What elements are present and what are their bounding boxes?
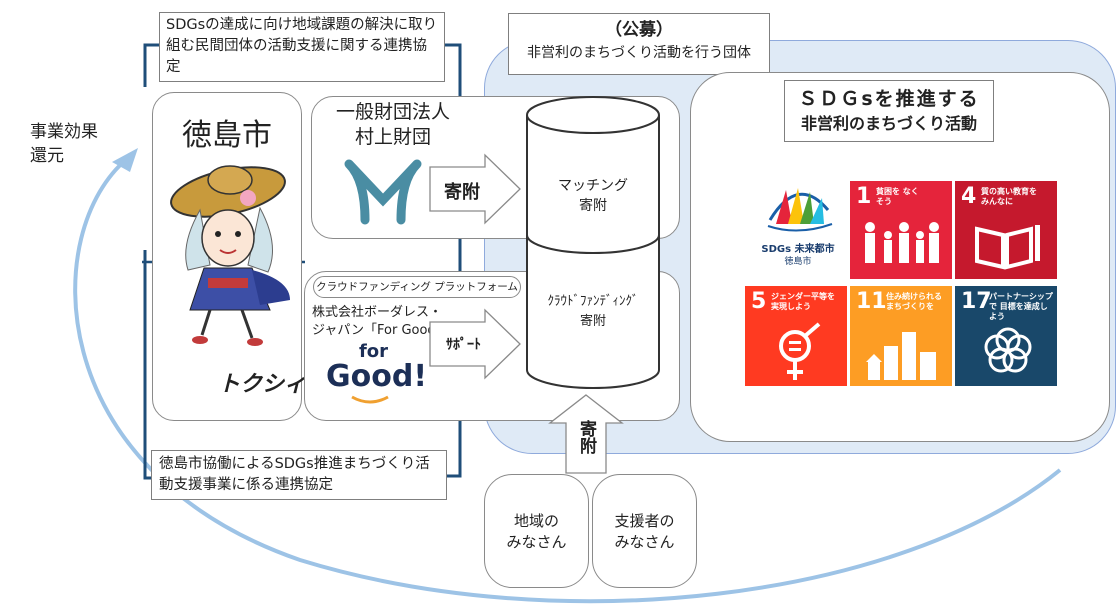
sdg-goal-11-tile: 11 住み続けられる まちづくりを	[850, 286, 952, 386]
activity-title-box: ＳＤＧsを推進する 非営利のまちづくり活動	[784, 80, 994, 142]
murakami-logo	[344, 159, 422, 225]
sdg-goal-11-label: 住み続けられる まちづくりを	[886, 292, 942, 311]
cylinder-top-text: マッチング 寄附	[527, 176, 659, 216]
cylinder-top-line2: 寄附	[579, 198, 607, 214]
forgood-line2: Good!	[326, 359, 428, 394]
recruit-title-box: （公募） 非営利のまちづくり活動を行う団体	[508, 13, 770, 75]
mascot-logo: トクシィ	[218, 372, 307, 397]
sdg-goal-17-label: パートナーシップで 目標を達成しよう	[989, 292, 1053, 321]
bottom-agreement-text: 徳島市協働によるSDGs推進まちづくり活動支援事業に係る連携協定	[159, 456, 430, 493]
cylinder-bottom-line2: 寄附	[579, 314, 606, 329]
forgood-logo: for Good!	[326, 341, 428, 394]
effect-label: 事業効果 還元	[30, 120, 98, 168]
sdg-goal-5-number: 5	[751, 289, 767, 314]
supporters-box: 支援者の みなさん	[592, 474, 697, 588]
citizens-line1: 地域の	[513, 512, 559, 530]
sdg-goal-5-label: ジェンダー平等を 実現しよう	[771, 292, 835, 311]
company-line1: 株式会社ボーダレス・	[312, 305, 443, 320]
forgood-line1: for	[358, 341, 389, 362]
sdgs-city-emblem	[767, 188, 833, 232]
sdg-goal-4-number: 4	[961, 184, 977, 209]
citizens-box: 地域の みなさん	[484, 474, 589, 588]
donation-arrow	[429, 153, 521, 225]
citizens-line2: みなさん	[506, 533, 567, 551]
platform-label: クラウドファンディング プラットフォーム	[313, 276, 521, 298]
city-box	[152, 92, 302, 421]
effect-line2: 還元	[30, 146, 64, 166]
cylinder-top-line1: マッチング	[558, 178, 628, 194]
foundation-line1: 一般財団法人	[335, 101, 450, 123]
top-agreement-text: SDGsの達成に向け地域課題の解決に取り組む民間団体の活動支援に関する連携協定	[166, 17, 438, 75]
forgood-smile	[351, 395, 389, 404]
company-line2: ジャパン「For Good」	[312, 323, 449, 338]
recruit-title: （公募）	[605, 20, 673, 40]
support-arrow	[429, 308, 521, 380]
sdg-goal-11-number: 11	[856, 289, 887, 314]
family-icon	[865, 222, 939, 263]
sdg-goal-1-tile: 1 貧困を なくそう	[850, 181, 952, 279]
sdgs-city-line2: 徳島市	[784, 257, 812, 267]
donation-cylinder	[526, 96, 660, 389]
recruit-subtitle: 非営利のまちづくり活動を行う団体	[527, 45, 751, 61]
sdgs-city-line1: SDGs 未来都市	[761, 244, 835, 255]
partnership-flower-icon	[984, 327, 1032, 373]
company-name: 株式会社ボーダレス・ ジャパン「For Good」	[312, 304, 449, 340]
foundation-line2: 村上財団	[354, 126, 431, 148]
effect-line1: 事業効果	[30, 122, 98, 142]
supporters-line1: 支援者の	[614, 512, 675, 530]
gender-equality-icon	[779, 322, 821, 380]
sdg-goal-17-tile: 17 パートナーシップで 目標を達成しよう	[955, 286, 1057, 386]
sdg-goal-4-tile: 4 質の高い教育を みんなに	[955, 181, 1057, 279]
foundation-name: 一般財団法人 村上財団	[318, 100, 468, 150]
donation-arrow-label: 寄附	[444, 182, 480, 203]
activity-line1: ＳＤＧsを推進する	[798, 88, 980, 110]
city-name: 徳島市	[182, 118, 272, 153]
sdg-goal-4-label: 質の高い教育を みんなに	[981, 187, 1037, 206]
bottom-agreement-box: 徳島市協働によるSDGs推進まちづくり活動支援事業に係る連携協定	[151, 450, 447, 500]
sdgs-city-logo-text: SDGs 未来都市 徳島市	[752, 244, 844, 268]
supporters-line2: みなさん	[614, 533, 675, 551]
activity-line2: 非営利のまちづくり活動	[800, 114, 977, 133]
top-agreement-box: SDGsの達成に向け地域課題の解決に取り組む民間団体の活動支援に関する連携協定	[159, 12, 445, 82]
city-buildings-icon	[866, 332, 936, 380]
sdg-goal-5-tile: 5 ジェンダー平等を 実現しよう	[745, 286, 847, 386]
sdg-goal-1-label: 貧困を なくそう	[876, 187, 919, 206]
sdg-goal-1-number: 1	[856, 184, 872, 209]
bottom-donation-arrow	[548, 394, 624, 474]
cylinder-bottom-text: ｸﾗｳﾄﾞﾌｧﾝﾃﾞｨﾝｸﾞ 寄附	[527, 292, 659, 332]
bottom-donation-label: 寄附	[566, 420, 606, 462]
bottom-donation-text: 寄附	[576, 420, 596, 454]
cylinder-bottom-line1: ｸﾗｳﾄﾞﾌｧﾝﾃﾞｨﾝｸﾞ	[547, 294, 639, 309]
book-icon	[975, 225, 1040, 270]
mascot-illustration	[170, 165, 290, 346]
support-arrow-label: ｻﾎﾟｰﾄ	[446, 337, 481, 353]
sdg-goal-17-number: 17	[961, 289, 992, 314]
